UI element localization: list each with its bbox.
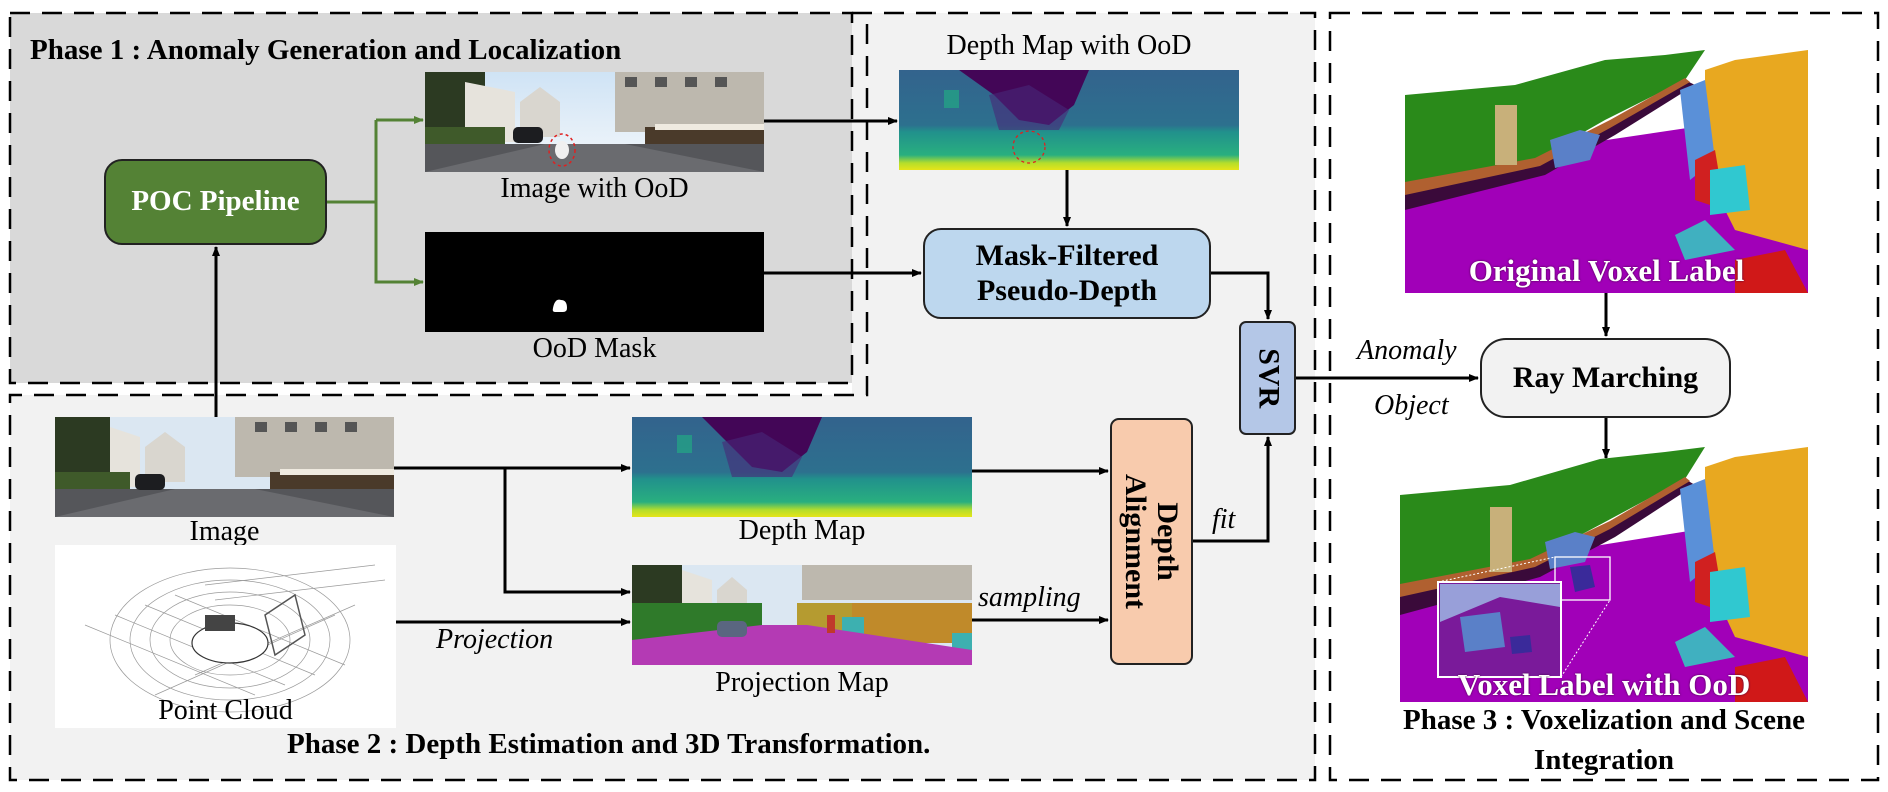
- mask-filtered-label-line1: Mask-Filtered: [975, 239, 1159, 272]
- phase1-title: Phase 1 : Anomaly Generation and Localiz…: [30, 34, 622, 66]
- image-with-ood-label: Image with OoD: [500, 173, 689, 204]
- input-image-thumbnail: [55, 417, 394, 517]
- image-with-ood-thumbnail: [425, 72, 764, 172]
- ray-marching-label: Ray Marching: [1512, 360, 1699, 394]
- mask-filtered-label-line2: Pseudo-Depth: [976, 273, 1157, 307]
- phase3-title-line1: Phase 3 : Voxelization and Scene: [1403, 704, 1805, 736]
- depth-map-thumbnail: [632, 417, 972, 517]
- edge-label-sampling: sampling: [978, 582, 1081, 613]
- voxel-label-with-ood-thumbnail: Voxel Label with OoD: [1400, 447, 1808, 702]
- phase3-title-line2: Integration: [1533, 744, 1675, 776]
- svr-label: SVR: [1251, 347, 1285, 409]
- svr-node: SVR: [1239, 321, 1296, 435]
- projection-map-thumbnail: [632, 565, 972, 665]
- ood-mask-thumbnail: [425, 232, 764, 332]
- depth-alignment-node: Depth Alignment: [1110, 418, 1193, 665]
- phase2-title: Phase 2 : Depth Estimation and 3D Transf…: [287, 728, 931, 760]
- depth-alignment-label: Depth Alignment: [1119, 474, 1185, 609]
- poc-pipeline-label: POC Pipeline: [131, 185, 300, 218]
- original-voxel-label-caption: Original Voxel Label: [1468, 253, 1745, 288]
- edge-label-object: Object: [1374, 390, 1449, 421]
- ood-mask-label: OoD Mask: [532, 333, 657, 364]
- depth-map-label: Depth Map: [738, 515, 866, 546]
- ray-marching-node: Ray Marching: [1480, 338, 1731, 418]
- depth-map-with-ood-label: Depth Map with OoD: [946, 30, 1192, 61]
- depth-map-with-ood-thumbnail: [899, 70, 1239, 170]
- depth-alignment-label-line2: Alignment: [1119, 474, 1153, 609]
- point-cloud-label: Point Cloud: [158, 695, 293, 726]
- edge-label-anomaly: Anomaly: [1357, 335, 1457, 366]
- edge-label-fit: fit: [1212, 504, 1236, 535]
- original-voxel-label-thumbnail: Original Voxel Label: [1405, 50, 1808, 293]
- edge-label-projection: Projection: [436, 624, 554, 655]
- depth-alignment-label-line1: Depth: [1151, 502, 1184, 581]
- poc-pipeline-node: POC Pipeline: [104, 159, 327, 245]
- voxel-label-with-ood-caption: Voxel Label with OoD: [1457, 667, 1751, 702]
- projection-map-label: Projection Map: [715, 667, 889, 698]
- input-image-label: Image: [189, 516, 260, 547]
